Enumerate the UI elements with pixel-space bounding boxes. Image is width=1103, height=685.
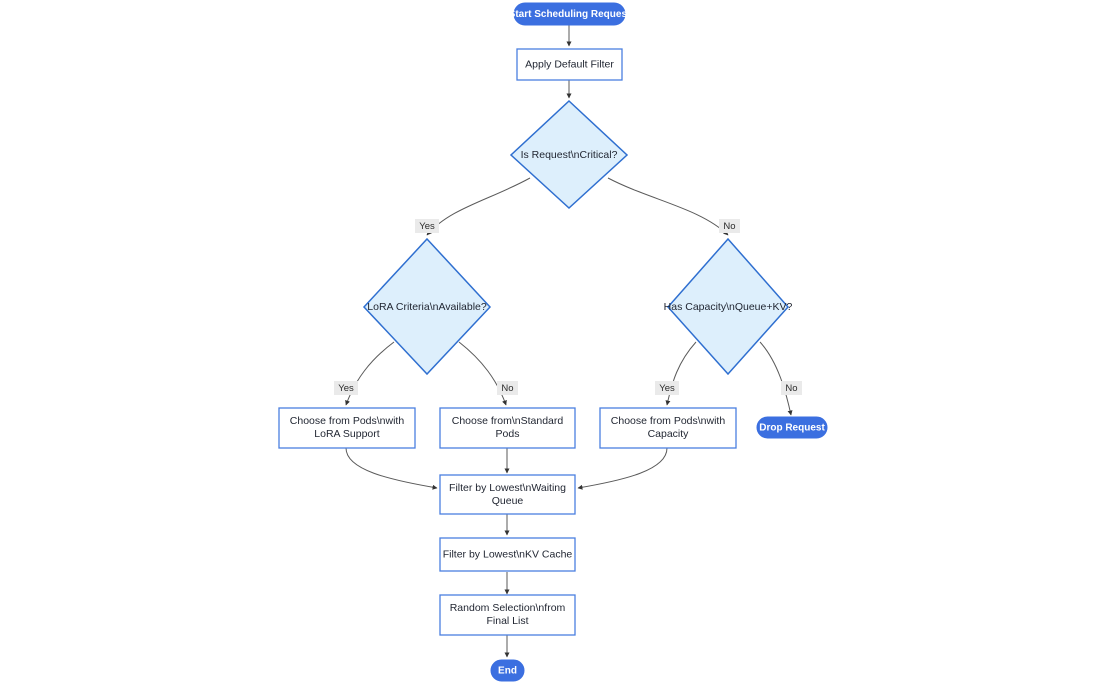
node-apply-default-filter-shape[interactable] (516, 48, 623, 81)
node-choose-standard-pods-shape[interactable] (439, 407, 576, 449)
node-apply-default-filter-label: Apply Default Filter (525, 58, 614, 70)
edge-lora-no-to-stdpods (458, 341, 507, 406)
node-has-capacity[interactable]: Has Capacity\nQueue+KV? (664, 237, 793, 376)
edge-critical-yes-to-lora (426, 177, 531, 236)
edges (345, 25, 793, 658)
node-choose-capacity-pods[interactable]: Choose from Pods\nwith Capacity (599, 407, 737, 449)
node-choose-lora-pods-shape[interactable] (278, 407, 416, 449)
edge-cappods-to-waiting (577, 447, 668, 490)
node-choose-lora-pods-label-line1: Choose from Pods\nwith (290, 415, 405, 427)
node-random-selection-label-line1: Random Selection\nfrom (450, 602, 566, 614)
edge-label-capacity-yes: Yes (659, 383, 675, 394)
node-lora-criteria-available-shape[interactable] (362, 237, 492, 376)
node-filter-kv-cache-shape[interactable] (439, 537, 576, 572)
node-lora-criteria-available[interactable]: LoRA Criteria\nAvailable? (362, 237, 492, 376)
edge-capacity-yes-to-cappods (665, 341, 697, 406)
node-is-request-critical[interactable]: Is Request\nCritical? (509, 99, 629, 210)
edge-lora-yes-to-lorapods (345, 341, 395, 406)
edge-label-bg-capacity-no (781, 381, 802, 395)
node-end-label: End (498, 666, 517, 677)
node-start-shape[interactable] (513, 2, 626, 26)
edge-label-critical-no: No (723, 221, 735, 232)
edge-label-bg-capacity-yes (655, 381, 679, 395)
edge-capacity-no-to-drop (759, 341, 793, 416)
node-choose-standard-pods[interactable]: Choose from\nStandard Pods (439, 407, 576, 449)
edge-label-bg-lora-yes (334, 381, 358, 395)
node-filter-waiting-queue-label-line1: Filter by Lowest\nWaiting (449, 482, 566, 494)
node-is-request-critical-label: Is Request\nCritical? (521, 149, 618, 161)
node-drop-request[interactable]: Drop Request (756, 416, 828, 439)
node-is-request-critical-shape[interactable] (509, 99, 629, 210)
node-end-shape[interactable] (490, 659, 525, 682)
node-start[interactable]: Start Scheduling Request (509, 2, 631, 26)
edge-lorapods-to-waiting (345, 447, 438, 490)
node-lora-criteria-available-label: LoRA Criteria\nAvailable? (367, 301, 487, 313)
edge-label-lora-yes: Yes (338, 383, 354, 394)
edge-label-lora-no: No (501, 383, 513, 394)
node-random-selection-shape[interactable] (439, 594, 576, 636)
node-filter-waiting-queue-label-line2: Queue (492, 495, 524, 507)
node-choose-standard-pods-label-line2: Pods (496, 428, 520, 440)
node-drop-request-label: Drop Request (759, 423, 825, 434)
node-end[interactable]: End (490, 659, 525, 682)
node-has-capacity-label: Has Capacity\nQueue+KV? (664, 301, 793, 313)
edge-label-bg-lora-no (497, 381, 518, 395)
edge-labels: Yes No Yes No Yes No (334, 219, 802, 395)
edge-critical-no-to-capacity (607, 177, 729, 236)
node-apply-default-filter[interactable]: Apply Default Filter (516, 48, 623, 81)
node-choose-lora-pods-label-line2: LoRA Support (314, 428, 379, 440)
node-random-selection[interactable]: Random Selection\nfrom Final List (439, 594, 576, 636)
node-filter-waiting-queue[interactable]: Filter by Lowest\nWaiting Queue (439, 474, 576, 515)
node-filter-kv-cache-label: Filter by Lowest\nKV Cache (443, 548, 573, 560)
edge-label-critical-yes: Yes (419, 221, 435, 232)
edge-label-capacity-no: No (785, 383, 797, 394)
node-choose-lora-pods[interactable]: Choose from Pods\nwith LoRA Support (278, 407, 416, 449)
node-choose-capacity-pods-label-line2: Capacity (648, 428, 690, 440)
node-drop-request-shape[interactable] (756, 416, 828, 439)
node-choose-standard-pods-label-line1: Choose from\nStandard (452, 415, 564, 427)
node-filter-waiting-queue-shape[interactable] (439, 474, 576, 515)
edge-label-bg-critical-yes (415, 219, 439, 233)
node-filter-kv-cache[interactable]: Filter by Lowest\nKV Cache (439, 537, 576, 572)
node-start-label: Start Scheduling Request (509, 9, 631, 20)
node-choose-capacity-pods-label-line1: Choose from Pods\nwith (611, 415, 726, 427)
node-has-capacity-shape[interactable] (666, 237, 790, 376)
node-choose-capacity-pods-shape[interactable] (599, 407, 737, 449)
edge-label-bg-critical-no (719, 219, 740, 233)
node-random-selection-label-line2: Final List (486, 615, 528, 627)
